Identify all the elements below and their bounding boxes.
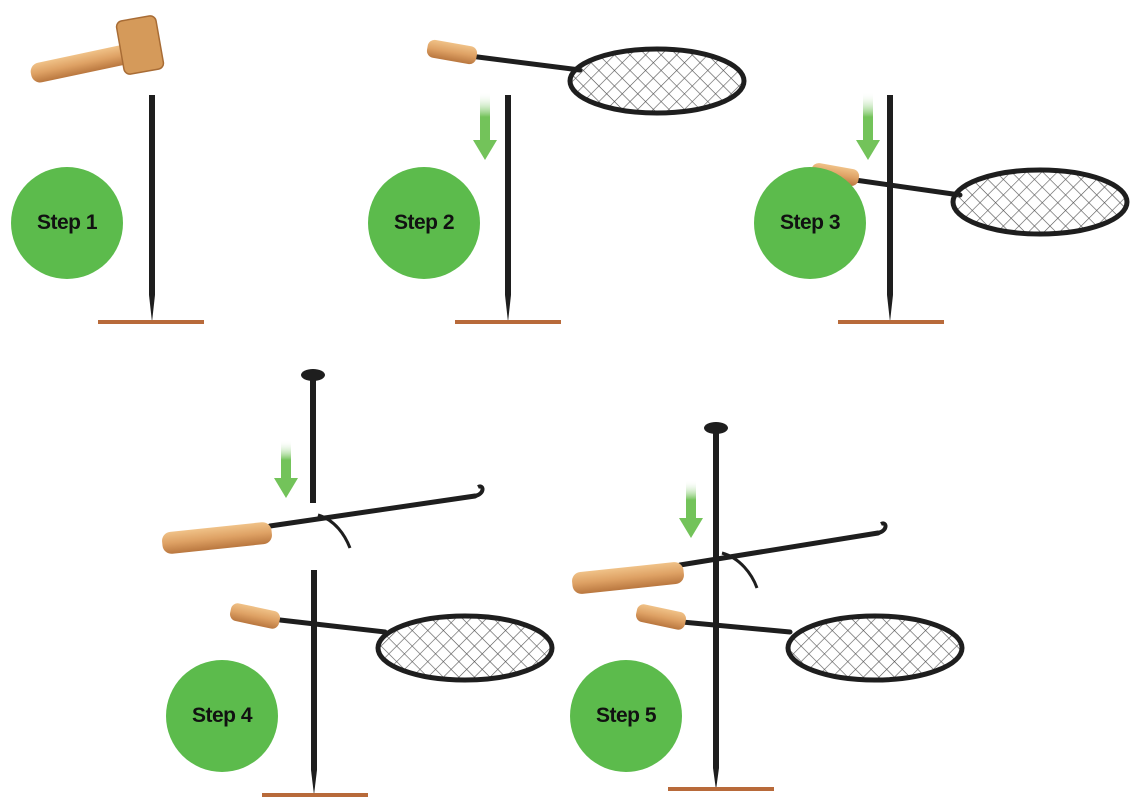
ground-stake-icon — [311, 570, 317, 795]
step-3-badge: Step 3 — [754, 167, 866, 279]
step-5-label: Step 5 — [595, 704, 657, 727]
grill-grate-icon — [229, 603, 555, 683]
ground-line — [838, 320, 944, 324]
step-1-badge: Step 1 — [11, 167, 123, 279]
step-2-label: Step 2 — [393, 211, 455, 234]
step-2-badge: Step 2 — [368, 167, 480, 279]
ground-stake-icon — [887, 95, 893, 322]
ground-line — [455, 320, 561, 324]
mallet-icon — [30, 15, 165, 83]
down-arrow-icon — [274, 440, 298, 498]
grill-grate-icon — [635, 604, 965, 683]
down-arrow-icon — [679, 480, 703, 538]
ground-stake-icon — [505, 95, 511, 322]
ground-line — [668, 787, 774, 791]
ground-line — [262, 793, 368, 797]
step-3-label: Step 3 — [779, 211, 841, 234]
down-arrow-icon — [856, 92, 880, 160]
step-4-label: Step 4 — [191, 704, 253, 727]
step-5-badge: Step 5 — [570, 660, 682, 772]
swing-arm-icon — [572, 422, 888, 594]
step-1-label: Step 1 — [36, 211, 98, 234]
step-4-badge: Step 4 — [166, 660, 278, 772]
grill-grate-icon — [426, 39, 747, 116]
ground-stake-icon — [713, 568, 719, 790]
swing-arm-icon — [162, 369, 485, 554]
down-arrow-icon — [473, 92, 497, 160]
ground-line — [98, 320, 204, 324]
ground-stake-icon — [149, 95, 155, 322]
